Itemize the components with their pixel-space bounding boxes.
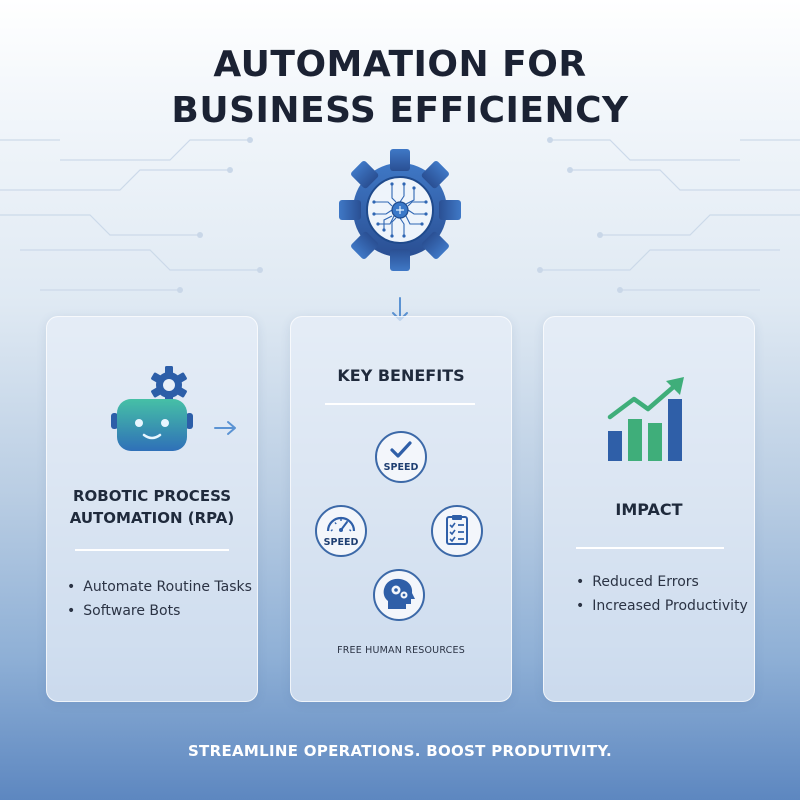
rpa-title-line-2: AUTOMATION (RPA) (69, 509, 235, 527)
gear-circuit-icon (338, 148, 462, 272)
key-benefits-title: KEY BENEFITS (337, 366, 465, 385)
checklist-icon (446, 515, 468, 545)
rpa-title-line-1: ROBOTIC PROCESS (72, 487, 231, 505)
page-title: AUTOMATION FOR BUSINESS EFFICIENCY (0, 42, 800, 134)
divider (75, 549, 229, 551)
list-item: Reduced Errors (576, 570, 748, 594)
robot-gear-icon (111, 366, 193, 451)
checkmark-icon (390, 441, 412, 458)
rpa-title: ROBOTIC PROCESS AUTOMATION (RPA) (47, 485, 257, 529)
impact-bullet-list: Reduced Errors Increased Productivity (576, 570, 748, 618)
speedometer-icon (326, 516, 356, 532)
impact-card: IMPACT Reduced Errors Increased Producti… (543, 316, 755, 702)
list-item: Increased Productivity (576, 594, 748, 618)
list-item: Automate Routine Tasks (67, 575, 252, 599)
divider (325, 403, 475, 405)
list-item: Software Bots (67, 599, 252, 623)
benefit-speed-gauge: SPEED (315, 505, 367, 557)
impact-title: IMPACT (615, 500, 683, 519)
benefit-checklist (431, 505, 483, 557)
title-line-2: BUSINESS EFFICIENCY (171, 90, 629, 131)
benefit-speed-check: SPEED (375, 431, 427, 483)
head-gears-icon (383, 578, 415, 609)
benefit-label: SPEED (323, 537, 359, 548)
title-line-1: AUTOMATION FOR (213, 44, 587, 85)
arrow-right-icon (214, 421, 236, 435)
growth-chart-icon (607, 377, 684, 461)
benefits-caption: FREE HUMAN RESOURCES (337, 645, 465, 656)
rpa-card: ROBOTIC PROCESS AUTOMATION (RPA) Automat… (46, 316, 258, 702)
divider (576, 547, 724, 549)
key-benefits-card: KEY BENEFITS SPEED SPEED (290, 316, 512, 702)
footer-tagline: STREAMLINE OPERATIONS. BOOST PRODUTIVITY… (187, 742, 613, 760)
benefit-free-resources (373, 569, 425, 621)
rpa-bullet-list: Automate Routine Tasks Software Bots (67, 575, 252, 623)
benefit-label: SPEED (383, 462, 419, 473)
